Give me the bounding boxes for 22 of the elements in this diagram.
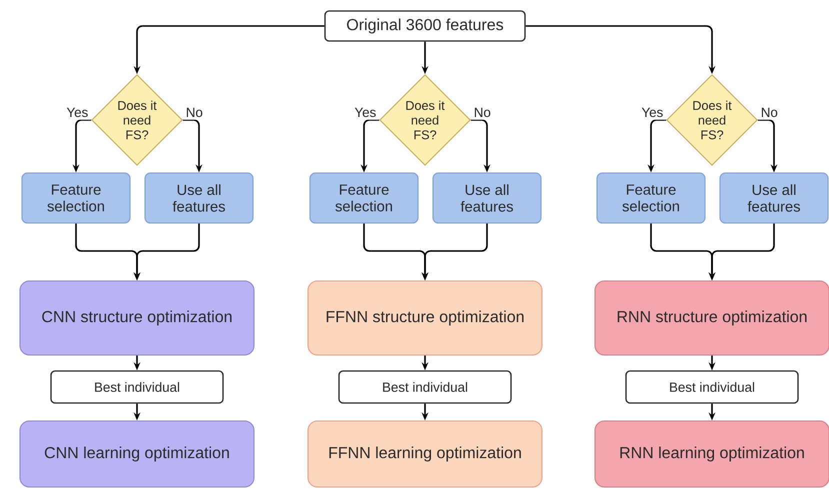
start-box: Original 3600 features (324, 10, 526, 42)
edge-label: No (762, 108, 778, 118)
process-box: FFNN learning optimization (307, 420, 543, 488)
result-box: Best individual (50, 370, 224, 404)
process-box: FFNN structure optimization (307, 280, 543, 356)
process-box: Feature selection (596, 172, 706, 224)
edge-label: Yes (642, 108, 663, 118)
process-box: RNN learning optimization (594, 420, 829, 488)
edge-label: No (474, 108, 490, 118)
process-box: Use all features (144, 172, 254, 224)
process-box: Use all features (432, 172, 542, 224)
process-box: Use all features (719, 172, 829, 224)
process-box: Feature selection (309, 172, 419, 224)
result-box: Best individual (625, 370, 799, 404)
result-box: Best individual (338, 370, 512, 404)
edge-label: Yes (354, 108, 376, 118)
edge-label: No (186, 108, 202, 118)
process-box: RNN structure optimization (594, 280, 829, 356)
process-box: CNN learning optimization (19, 420, 255, 488)
edge-label: Yes (66, 108, 88, 118)
process-box: CNN structure optimization (19, 280, 255, 356)
process-box: Feature selection (21, 172, 131, 224)
